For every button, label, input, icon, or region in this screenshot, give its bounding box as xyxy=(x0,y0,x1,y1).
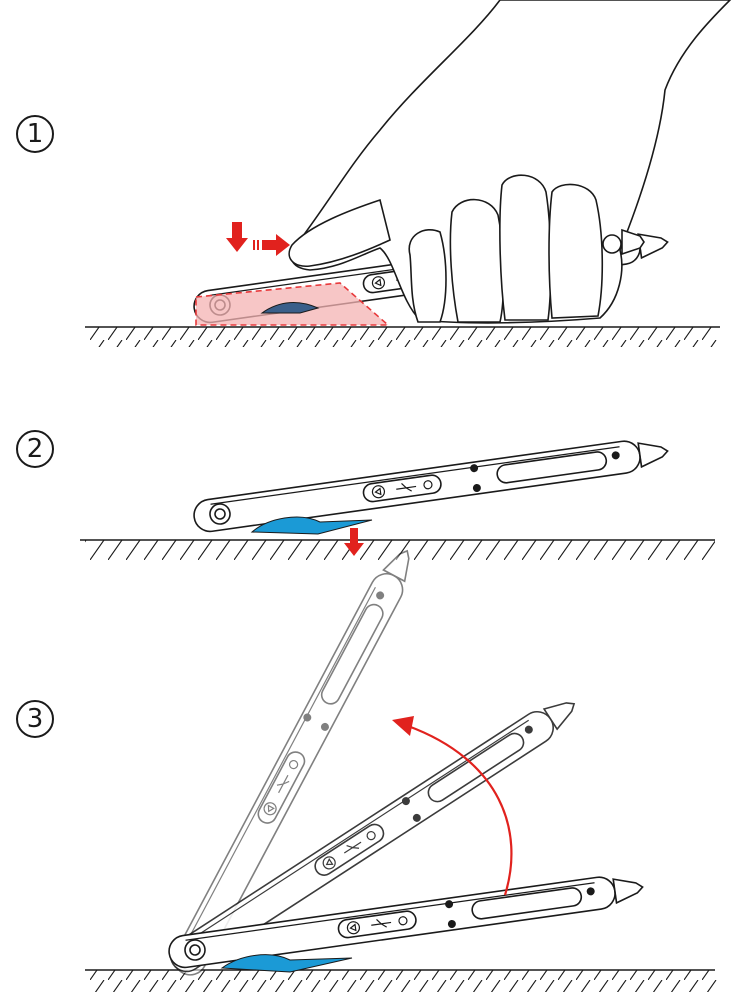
ground-hatch-1 xyxy=(90,327,720,347)
finger-4 xyxy=(549,184,602,318)
pen-end-screw xyxy=(603,235,621,253)
finger-2 xyxy=(450,200,503,322)
finger-1 xyxy=(409,230,446,322)
red-arrow-icon xyxy=(226,222,290,256)
step-1-illustration xyxy=(85,0,730,347)
finger-3 xyxy=(500,175,551,320)
step-3-illustration xyxy=(85,543,720,992)
step-2-illustration xyxy=(80,435,715,560)
pen-step-2 xyxy=(192,435,670,533)
